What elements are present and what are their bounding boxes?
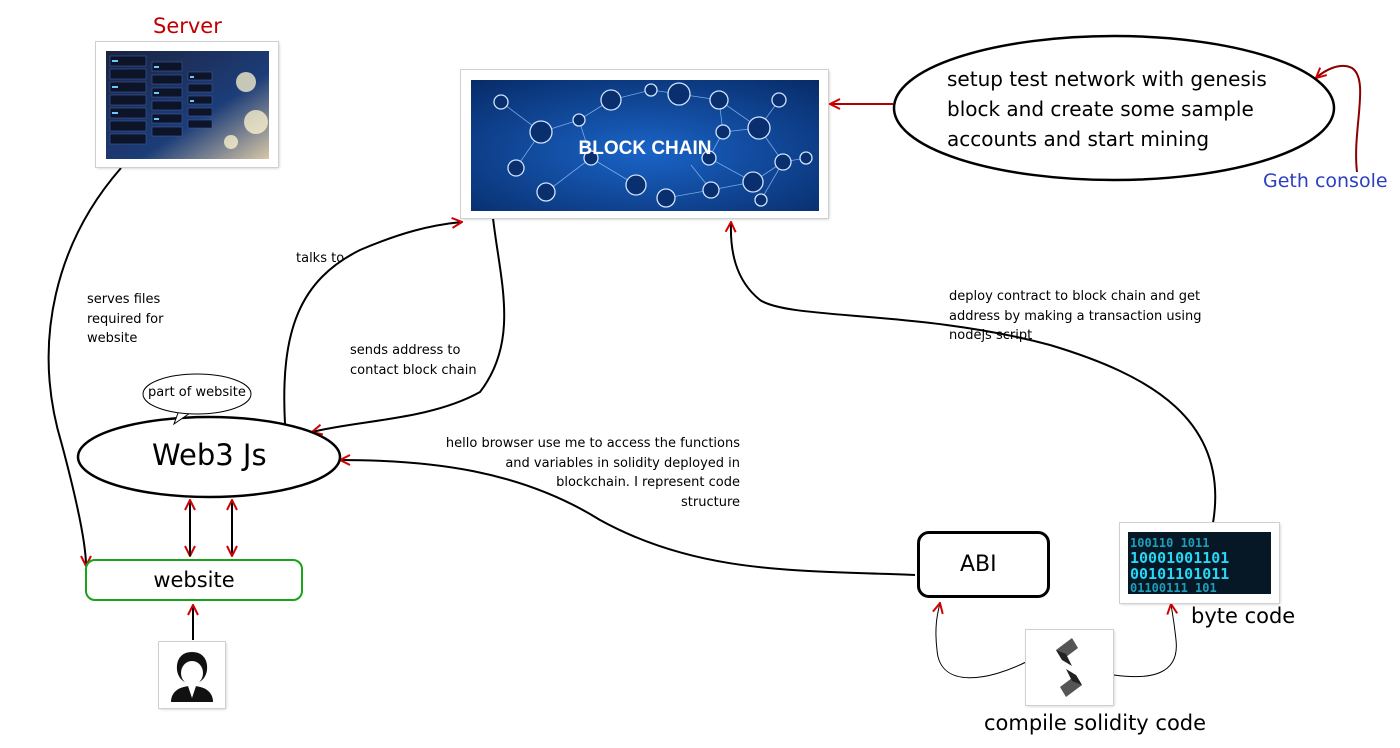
solidity-logo-icon [1056,638,1082,697]
geth-note-text: setup test network with genesis block an… [947,67,1267,151]
solidity-card [1026,630,1113,705]
edge-blockchain-to-web3 [312,217,506,432]
svg-text:100110 1011: 100110 1011 [1130,536,1209,550]
abi-node: ABI [917,531,1050,598]
blockchain-image: BLOCK CHAIN [461,70,828,218]
user-card [159,642,225,708]
talks-to-label: talks to [296,251,345,266]
edge-abi-to-web3 [340,460,916,576]
geth-console-label: Geth console [1263,170,1388,192]
web3-node-shape [76,415,342,499]
serves-files-label: serves files required for website [87,292,164,346]
geth-note-shape [892,34,1336,182]
byte-code-label: byte code [1191,604,1296,628]
server-image [96,42,278,167]
blockchain-image-text: BLOCK CHAIN [579,138,712,159]
web3-label: Web3 Js [152,438,267,472]
edge-web3-to-blockchain [283,222,462,425]
edge-gethconsole-to-note [1316,64,1362,173]
website-node: website [85,559,303,601]
edge-compile-to-bytecode [1113,604,1176,678]
deploy-contract-label: deploy contract to block chain and get a… [949,289,1202,343]
svg-text:01100111 101: 01100111 101 [1130,581,1217,595]
speech-bubble-shape [142,373,252,415]
part-of-website-label: part of website [148,385,246,400]
server-title: Server [153,14,222,38]
speech-bubble-tail [172,412,191,426]
edge-compile-to-abi [936,603,1027,679]
server-rack-image [106,51,269,159]
bytecode-image: 100110 1011 10001001101 00101101011 0110… [1120,523,1279,603]
sends-address-label: sends address to contact block chain [350,343,477,378]
svg-text:00101101011: 00101101011 [1130,565,1229,583]
user-icon [171,652,213,702]
svg-text:10001001101: 10001001101 [1130,549,1229,567]
abi-note-label: hello browser use me to access the funct… [445,436,740,510]
blockchain-network-image: BLOCK CHAIN [471,80,819,211]
binary-code-image: 100110 1011 10001001101 00101101011 0110… [1128,532,1271,595]
edge-server-to-website [47,167,122,566]
edge-bytecode-to-blockchain [731,222,1217,524]
compile-label: compile solidity code [984,711,1207,735]
